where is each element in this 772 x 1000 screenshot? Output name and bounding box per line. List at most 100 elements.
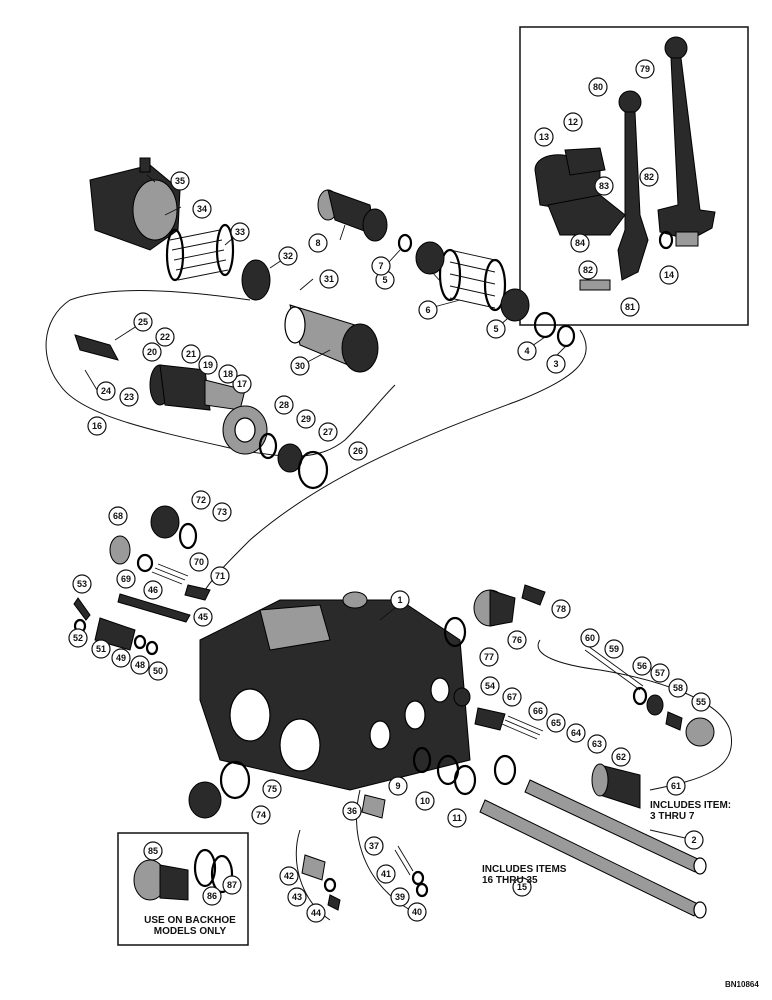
control-lever-80 bbox=[617, 90, 649, 281]
svg-text:45: 45 bbox=[198, 612, 208, 622]
callout-64: 64 bbox=[566, 723, 586, 743]
svg-text:18: 18 bbox=[223, 369, 233, 379]
spring-6 bbox=[438, 248, 507, 312]
svg-text:79: 79 bbox=[640, 64, 650, 74]
cap-61 bbox=[591, 763, 641, 809]
callout-55: 55 bbox=[691, 692, 711, 712]
callout-80: 80 bbox=[588, 77, 608, 97]
ring-26 bbox=[297, 450, 329, 490]
callout-70: 70 bbox=[189, 552, 209, 572]
callout-16: 16 bbox=[87, 416, 107, 436]
callout-82-lower: 82 bbox=[578, 260, 598, 280]
svg-text:13: 13 bbox=[539, 132, 549, 142]
svg-text:56: 56 bbox=[637, 661, 647, 671]
svg-text:40: 40 bbox=[412, 907, 422, 917]
callout-36: 36 bbox=[342, 801, 362, 821]
callout-9: 9 bbox=[388, 776, 408, 796]
svg-text:8: 8 bbox=[315, 238, 320, 248]
note-includes-items-16-35: INCLUDES ITEMS 16 THRU 35 bbox=[482, 864, 567, 886]
svg-text:17: 17 bbox=[237, 379, 247, 389]
pin-81 bbox=[579, 279, 611, 291]
body-30 bbox=[284, 304, 379, 373]
spool-25 bbox=[74, 334, 119, 361]
callout-33: 33 bbox=[230, 222, 250, 242]
svg-text:9: 9 bbox=[395, 781, 400, 791]
svg-text:23: 23 bbox=[124, 392, 134, 402]
nut-57 bbox=[646, 694, 664, 716]
callout-30: 30 bbox=[290, 356, 310, 376]
svg-text:19: 19 bbox=[203, 360, 213, 370]
svg-text:37: 37 bbox=[369, 841, 379, 851]
callout-60: 60 bbox=[580, 628, 600, 648]
svg-text:21: 21 bbox=[186, 349, 196, 359]
svg-text:34: 34 bbox=[197, 204, 207, 214]
callout-5-lower: 5 bbox=[486, 319, 506, 339]
callout-78: 78 bbox=[551, 599, 571, 619]
callout-22: 22 bbox=[155, 327, 175, 347]
callout-68: 68 bbox=[108, 506, 128, 526]
svg-text:29: 29 bbox=[301, 414, 311, 424]
ring-49-50 bbox=[133, 634, 159, 656]
plug-68 bbox=[109, 535, 131, 565]
control-lever-79 bbox=[657, 36, 716, 241]
ring-29 bbox=[258, 432, 278, 460]
spring-66 bbox=[501, 715, 544, 740]
svg-text:60: 60 bbox=[585, 633, 595, 643]
cap-28 bbox=[222, 405, 268, 455]
callout-62: 62 bbox=[611, 747, 631, 767]
callout-54: 54 bbox=[480, 676, 500, 696]
adjuster-58 bbox=[665, 711, 683, 731]
callout-51: 51 bbox=[91, 639, 111, 659]
svg-text:27: 27 bbox=[323, 427, 333, 437]
svg-text:64: 64 bbox=[571, 728, 581, 738]
callout-85: 85 bbox=[143, 841, 163, 861]
seat-5-upper bbox=[415, 241, 445, 275]
drawing-reference: BN10864 bbox=[725, 980, 759, 989]
ring-69 bbox=[136, 553, 154, 573]
callout-46: 46 bbox=[143, 580, 163, 600]
stem-46-45 bbox=[117, 593, 191, 623]
callout-77: 77 bbox=[479, 647, 499, 667]
svg-text:74: 74 bbox=[256, 810, 266, 820]
callout-27: 27 bbox=[318, 422, 338, 442]
callout-23: 23 bbox=[119, 387, 139, 407]
svg-text:72: 72 bbox=[196, 495, 206, 505]
svg-text:82: 82 bbox=[583, 265, 593, 275]
callout-66: 66 bbox=[528, 701, 548, 721]
svg-text:76: 76 bbox=[512, 635, 522, 645]
svg-text:66: 66 bbox=[533, 706, 543, 716]
ring-86-87 bbox=[193, 848, 234, 894]
callout-11: 11 bbox=[447, 808, 467, 828]
svg-text:41: 41 bbox=[381, 869, 391, 879]
callout-25: 25 bbox=[133, 312, 153, 332]
seat-5-lower bbox=[500, 288, 530, 322]
svg-text:43: 43 bbox=[292, 892, 302, 902]
note-includes-item-3-7: INCLUDES ITEM: 3 THRU 7 bbox=[650, 800, 732, 822]
svg-text:70: 70 bbox=[194, 557, 204, 567]
svg-text:33: 33 bbox=[235, 227, 245, 237]
callout-61: 61 bbox=[666, 776, 686, 796]
svg-text:12: 12 bbox=[568, 117, 578, 127]
svg-text:42: 42 bbox=[284, 871, 294, 881]
svg-text:57: 57 bbox=[655, 668, 665, 678]
cap-8 bbox=[317, 189, 388, 242]
plug-74 bbox=[188, 781, 222, 819]
svg-text:84: 84 bbox=[575, 238, 585, 248]
svg-text:86: 86 bbox=[207, 891, 217, 901]
callout-3: 3 bbox=[546, 354, 566, 374]
svg-text:46: 46 bbox=[148, 585, 158, 595]
callout-58: 58 bbox=[668, 678, 688, 698]
callout-87: 87 bbox=[222, 875, 242, 895]
callout-37: 37 bbox=[364, 836, 384, 856]
svg-text:83: 83 bbox=[599, 181, 609, 191]
svg-text:5: 5 bbox=[382, 275, 387, 285]
svg-text:10: 10 bbox=[420, 796, 430, 806]
svg-text:4: 4 bbox=[524, 346, 529, 356]
svg-text:30: 30 bbox=[295, 361, 305, 371]
cap-36-37 bbox=[361, 794, 414, 876]
callout-32: 32 bbox=[278, 246, 298, 266]
spool-2 bbox=[524, 779, 707, 875]
svg-text:26: 26 bbox=[353, 446, 363, 456]
svg-text:6: 6 bbox=[425, 305, 430, 315]
svg-text:14: 14 bbox=[664, 270, 674, 280]
